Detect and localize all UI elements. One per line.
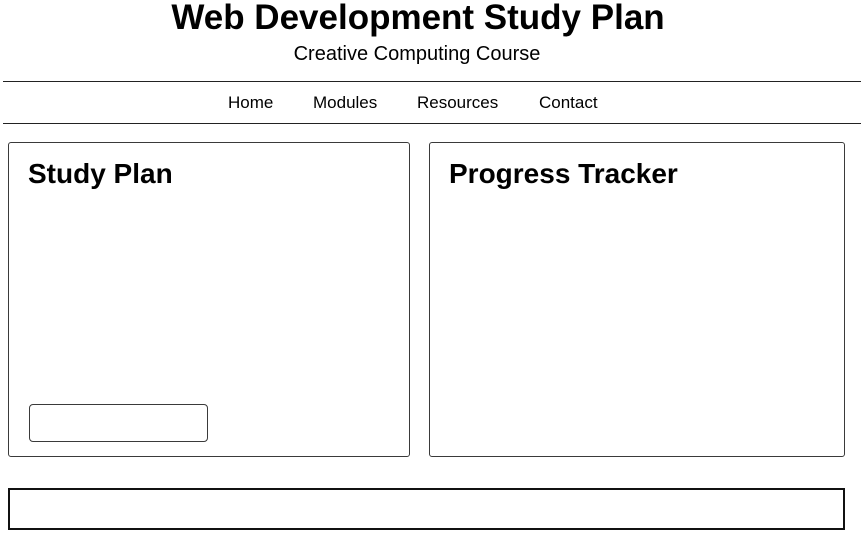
nav-link-resources[interactable]: Resources: [417, 93, 499, 112]
progress-tracker-title: Progress Tracker: [449, 158, 678, 189]
site-header: Web Development Study Plan Creative Comp…: [0, 0, 864, 80]
main-nav: Home Modules Resources Contact: [3, 81, 861, 124]
page-title: Web Development Study Plan: [171, 0, 665, 37]
study-plan-title: Study Plan: [28, 158, 173, 189]
page-subtitle: Creative Computing Course: [293, 43, 541, 65]
nav-link-contact[interactable]: Contact: [539, 93, 598, 112]
nav-link-home[interactable]: Home: [228, 93, 274, 112]
study-plan-panel: Study Plan: [8, 142, 410, 457]
progress-tracker-panel: Progress Tracker: [429, 142, 845, 457]
nav-link-modules[interactable]: Modules: [313, 93, 378, 112]
footer-bar: [8, 488, 845, 530]
study-plan-input[interactable]: [29, 404, 208, 442]
